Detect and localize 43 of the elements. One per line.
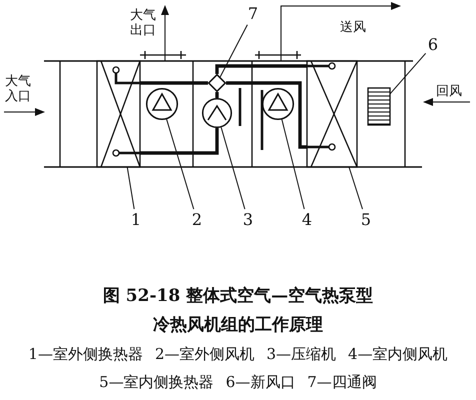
refrigerant-pipe <box>226 81 307 149</box>
refrigerant-pipe <box>140 81 208 85</box>
key-item: 5—室内侧换热器 <box>99 372 214 393</box>
edge-label: 回风 <box>434 84 464 99</box>
refrigerant-pipe <box>215 64 307 74</box>
refrigerant-pipe <box>140 128 219 155</box>
compressor-symbol <box>202 98 232 128</box>
callout-number: 5 <box>360 211 372 229</box>
edge-label: 大气入口 <box>4 74 32 104</box>
unit-casing <box>44 61 424 167</box>
callout-number: 4 <box>301 211 313 229</box>
key-item: 1—室外侧换热器 <box>28 344 143 365</box>
leader-line <box>126 166 135 210</box>
heat-exchanger <box>307 61 357 167</box>
callout-number: 6 <box>427 36 439 54</box>
leader-line <box>390 52 426 94</box>
leader-line <box>348 166 363 210</box>
key-item: 7—四通阀 <box>307 372 377 393</box>
heat-exchanger <box>97 61 140 167</box>
callout-number: 7 <box>247 5 259 23</box>
fan-symbol <box>146 88 178 120</box>
airflow-arrow <box>280 2 401 62</box>
key-item: 3—压缩机 <box>266 344 336 365</box>
callout-number: 3 <box>242 211 254 229</box>
valve-symbol <box>208 74 226 92</box>
edge-label: 大气出口 <box>129 8 157 38</box>
leader-line <box>220 126 246 210</box>
key-item: 4—室内侧风机 <box>348 344 448 365</box>
leader-line <box>166 118 194 210</box>
edge-label: 送风 <box>338 20 368 35</box>
air-grille <box>368 88 390 125</box>
leader-line <box>281 119 305 210</box>
callout-number: 1 <box>130 211 142 229</box>
airflow-arrow <box>423 98 470 106</box>
figure-caption: 图 52-18 整体式空气—空气热泵型冷热风机组的工作原理 <box>102 285 374 337</box>
leader-line <box>220 24 248 78</box>
fan-symbol <box>262 88 294 120</box>
refrigerant-pipe <box>215 92 219 98</box>
airflow-arrow <box>4 108 45 116</box>
key-item: 2—室外侧风机 <box>154 344 254 365</box>
callout-number: 2 <box>191 211 203 229</box>
key-item: 6—新风口 <box>226 372 296 393</box>
airflow-arrow <box>161 5 169 62</box>
